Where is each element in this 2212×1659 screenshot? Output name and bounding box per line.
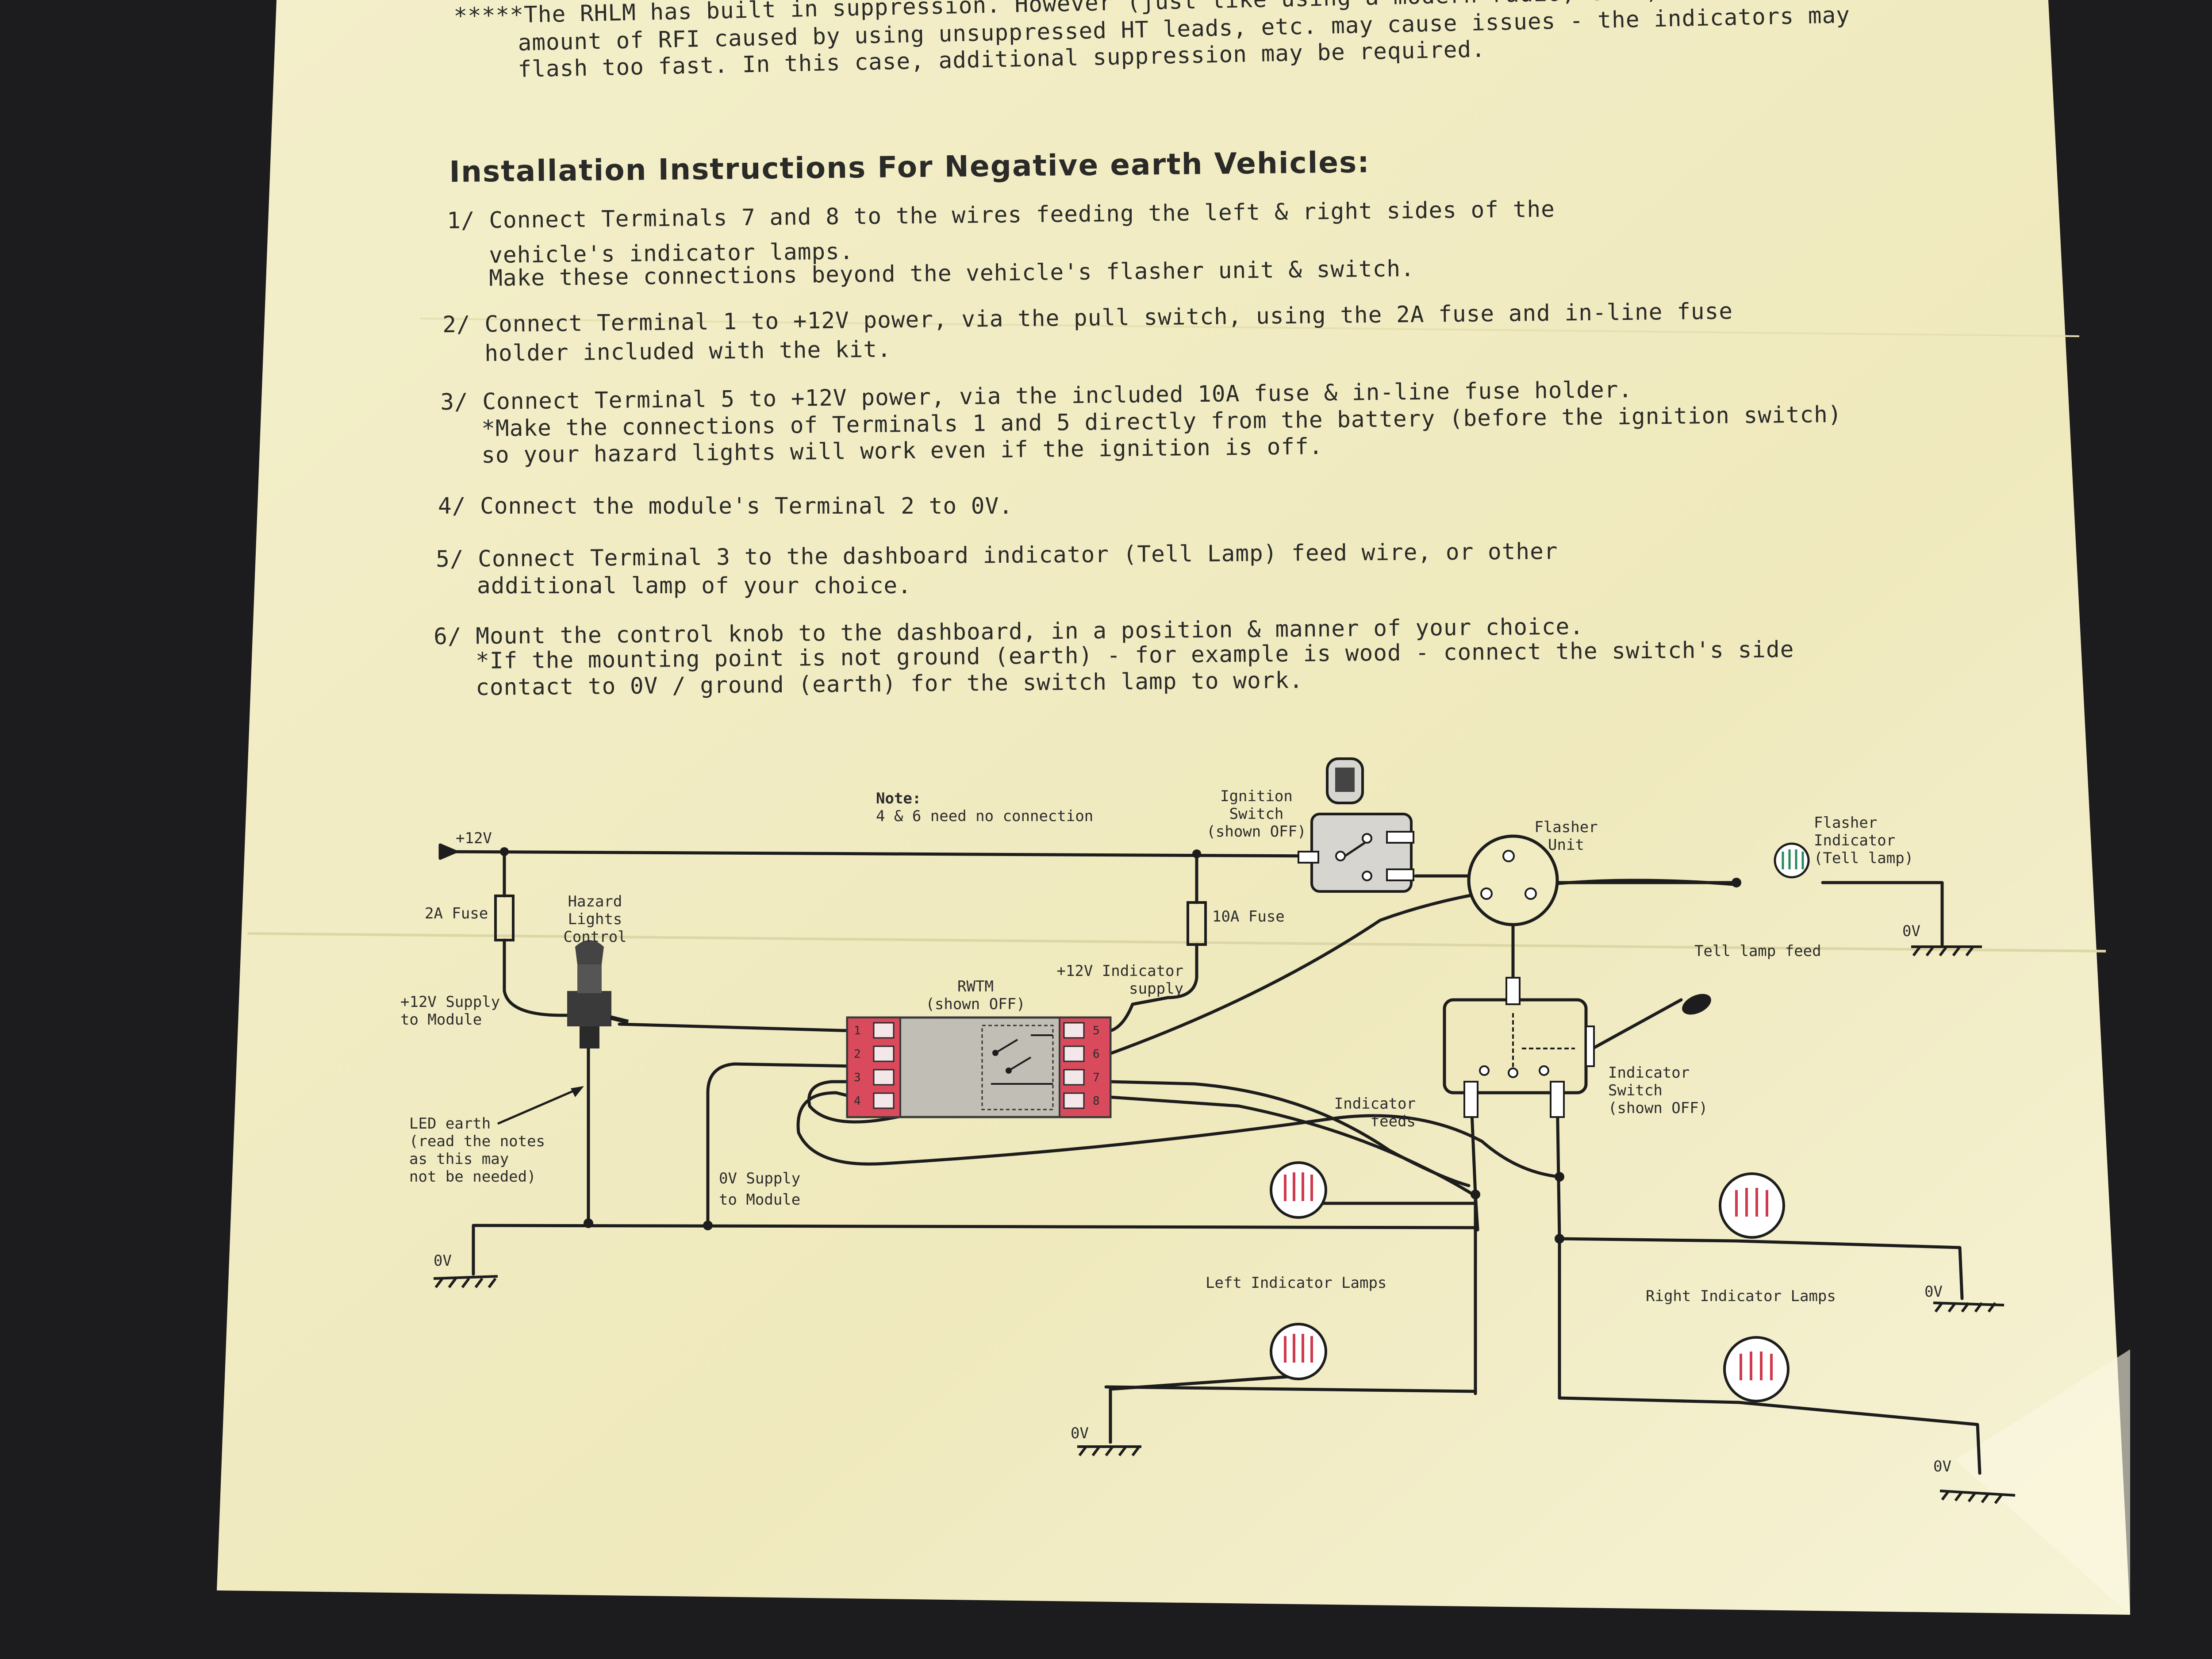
indicator-switch-line-1: Indicator — [1608, 1064, 1690, 1082]
plus12v-arrow — [438, 843, 457, 860]
led-earth-arrow — [497, 1087, 580, 1125]
rwtm-line-2: (shown OFF) — [926, 995, 1025, 1013]
terminal-2: 2 — [854, 1048, 861, 1061]
terminal-1: 1 — [854, 1024, 861, 1037]
terminal-6: 6 — [1093, 1048, 1100, 1061]
right-lamp-upper-icon — [1719, 1172, 1785, 1239]
rwtm-module — [846, 1016, 1112, 1118]
zero-v-right-upper-label: 0V — [1924, 1283, 1943, 1301]
terminal-7: 7 — [1093, 1071, 1100, 1084]
flasher-unit-line-2: Unit — [1548, 836, 1584, 854]
ignition-label: Ignition Switch (shown OFF) — [1206, 787, 1307, 841]
led-earth-line-3: as this may — [409, 1150, 509, 1168]
hazard-control-line-1: Hazard — [568, 893, 622, 910]
led-earth-line-4: not be needed) — [409, 1168, 536, 1186]
flasher-unit-label: Flasher Unit — [1526, 818, 1606, 854]
flasher-indicator-label: Flasher Indicator (Tell lamp) — [1814, 814, 1913, 867]
zero-v-left-label: 0V — [434, 1252, 452, 1270]
flasher-indicator-line-1: Flasher — [1814, 814, 1878, 832]
flasher-indicator-line-2: Indicator — [1814, 832, 1896, 849]
plus12v-bus-wire — [441, 850, 1325, 858]
zero-supply-line-2: to Module — [719, 1191, 801, 1209]
terminal-8: 8 — [1093, 1094, 1100, 1108]
zero-supply-label: 0V Supply to Module — [719, 1168, 800, 1210]
hazard-control-line-3: Control — [563, 928, 627, 946]
indicator-switch-line-3: (shown OFF) — [1608, 1099, 1708, 1117]
indicator-supply-label: +12V Indicator supply — [1055, 962, 1183, 998]
indicator-feeds-label: Indicator feeds — [1318, 1095, 1416, 1130]
left-lamp-upper-icon — [1270, 1161, 1327, 1219]
zero-supply-line-1: 0V Supply — [719, 1170, 801, 1187]
ground-symbols — [433, 945, 2016, 1504]
zero-v-right-lower-label: 0V — [1933, 1458, 1951, 1475]
ignition-line-2: Switch — [1229, 805, 1284, 823]
right-lamps-label: Right Indicator Lamps — [1646, 1287, 1836, 1305]
led-earth-line-2: (read the notes — [409, 1133, 545, 1150]
supply-module-line-1: +12V Supply — [400, 993, 500, 1011]
fuse-10a-body — [1187, 901, 1207, 946]
hazard-control-label: Hazard Lights Control — [562, 893, 628, 946]
tell-feed-label: Tell lamp feed — [1694, 942, 1821, 960]
hazard-switch-icon — [567, 940, 629, 1048]
ignition-switch-icon — [1298, 757, 1414, 893]
step-5-line-2: additional lamp of your choice. — [477, 573, 912, 599]
wire-junctions — [500, 847, 1741, 1244]
indicator-supply-line-1: +12V Indicator — [1056, 962, 1183, 980]
fuse-2a-body — [494, 895, 515, 941]
zero-v-left-lower-label: 0V — [1071, 1425, 1089, 1442]
indicator-feeds-line-2: feeds — [1370, 1113, 1416, 1130]
right-lamp-lower-icon — [1723, 1336, 1790, 1402]
fuse-2a-label: 2A Fuse — [425, 905, 488, 922]
led-earth-line-1: LED earth — [409, 1115, 491, 1133]
flasher-unit-icon — [1467, 834, 1559, 926]
terminal-4: 4 — [854, 1094, 861, 1108]
indicator-switch-label: Indicator Switch (shown OFF) — [1608, 1064, 1708, 1117]
left-lamp-lower-icon — [1270, 1323, 1327, 1380]
indicator-switch-icon — [1463, 977, 1711, 1118]
indicator-switch-line-2: Switch — [1608, 1082, 1663, 1099]
flasher-unit-line-1: Flasher — [1534, 818, 1598, 836]
terminal-3: 3 — [854, 1071, 861, 1084]
note-title: Note: — [876, 790, 922, 807]
rwtm-label: RWTM (shown OFF) — [918, 978, 1033, 1013]
indicator-feeds-line-1: Indicator — [1334, 1095, 1416, 1113]
terminal-5: 5 — [1093, 1024, 1100, 1037]
supply-module-label: +12V Supply to Module — [400, 993, 500, 1029]
rwtm-line-1: RWTM — [957, 978, 994, 995]
plus12v-label: +12V — [456, 830, 492, 847]
ignition-line-3: (shown OFF) — [1206, 823, 1306, 841]
ignition-line-1: Ignition — [1220, 787, 1293, 805]
note-text: 4 & 6 need no connection — [876, 807, 1094, 825]
led-earth-label: LED earth (read the notes as this may no… — [409, 1115, 545, 1186]
fuse-10a-label: 10A Fuse — [1212, 908, 1285, 926]
zero-v-tell-label: 0V — [1902, 922, 1920, 940]
indicator-supply-line-2: supply — [1129, 980, 1183, 998]
step-4-line-1: 4/ Connect the module's Terminal 2 to 0V… — [438, 493, 1013, 519]
tell-lamp-icon — [1774, 842, 1810, 879]
hazard-control-line-2: Lights — [568, 910, 622, 928]
left-lamps-label: Left Indicator Lamps — [1206, 1274, 1387, 1292]
flasher-indicator-line-3: (Tell lamp) — [1814, 849, 1914, 867]
supply-module-line-2: to Module — [400, 1011, 482, 1029]
